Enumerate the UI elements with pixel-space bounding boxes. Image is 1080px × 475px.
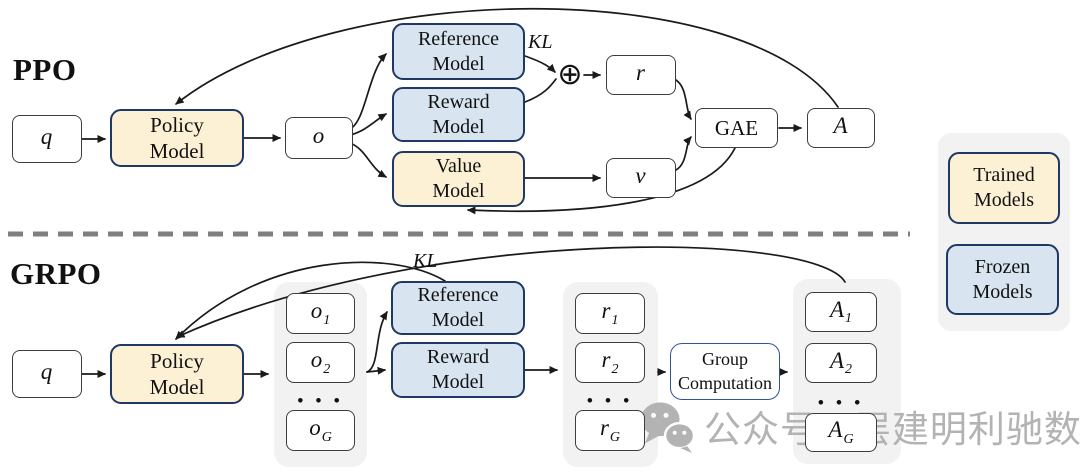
grpo-section-label: GRPO — [10, 256, 102, 291]
ppo-arrow-o-to-reference — [349, 53, 387, 130]
grpo-arrow-outputs-to-reward — [366, 366, 386, 375]
wechat-icon — [640, 402, 696, 453]
ppo-v-label: v — [635, 162, 646, 188]
legend-frozen-line1: Frozen — [974, 255, 1031, 278]
ppo-output-label: o — [312, 122, 325, 148]
legend-trained-line1: Trained — [973, 164, 1035, 186]
legend-frozen-line2: Models — [972, 280, 1033, 303]
ppo-reward-value-box: r — [606, 55, 676, 95]
grpo-reward-model-line2: Model — [431, 371, 485, 393]
grpo-output-1-box: o1 — [286, 293, 355, 334]
grpo-reward-g-box: rG — [575, 410, 645, 451]
ppo-reward-model-line2: Model — [432, 115, 485, 138]
legend-trained-line2: Models — [974, 189, 1034, 211]
grpo-reward-g-label: rG — [599, 415, 621, 445]
grpo-kl-label: KL — [413, 250, 438, 272]
grpo-output-1-label: o1 — [310, 298, 331, 328]
grpo-policy-model-line1: Policy — [150, 348, 204, 373]
grpo-advantages-ellipsis: • • • — [817, 393, 865, 412]
grpo-reward-1-label: r1 — [601, 298, 619, 328]
grpo-output-2-box: o2 — [286, 342, 355, 383]
grpo-query-label: q — [40, 358, 53, 384]
grpo-policy-model-line2: Model — [149, 375, 205, 399]
grpo-rewards-ellipsis: • • • — [586, 391, 634, 410]
ppo-r-label: r — [636, 59, 645, 85]
ppo-reward-model-line1: Reward — [427, 90, 490, 113]
ppo-curve-gae-to-value-feedback — [467, 147, 736, 215]
ppo-output-box: o — [285, 117, 353, 159]
grpo-reward-model: Reward Model — [391, 342, 525, 398]
ppo-policy-model-line1: Policy — [150, 112, 204, 137]
ppo-policy-model: Policy Model — [110, 109, 244, 167]
grpo-output-2-label: o2 — [310, 347, 331, 377]
ppo-value-model-line2: Model — [432, 180, 485, 202]
ppo-value-model-line1: Value — [435, 155, 482, 177]
grpo-policy-model: Policy Model — [110, 344, 244, 404]
ppo-value-model: Value Model — [392, 151, 525, 207]
ppo-reference-model: Reference Model — [392, 23, 525, 80]
ppo-gae-box: GAE — [695, 108, 778, 148]
grpo-advantage-g-label: AG — [828, 417, 854, 447]
ppo-policy-model-line2: Model — [149, 139, 205, 163]
ppo-curve-reward-to-oplus — [524, 78, 557, 103]
grpo-advantage-g-box: AG — [805, 413, 877, 452]
ppo-gae-label: GAE — [714, 115, 759, 140]
grpo-group-computation-line2: Computation — [678, 372, 772, 393]
grpo-reward-model-line1: Reward — [426, 346, 490, 368]
grpo-arrow-outputs-to-reference — [366, 311, 388, 373]
ppo-curve-advantage-to-policy-feedback — [175, 7, 839, 108]
ppo-oplus-symbol: ⊕ — [557, 58, 583, 91]
ppo-reference-model-line2: Model — [432, 52, 485, 75]
legend-trained-models: Trained Models — [948, 152, 1060, 224]
grpo-outputs-ellipsis: • • • — [297, 391, 344, 410]
grpo-advantage-2-box: A2 — [805, 343, 877, 383]
grpo-advantage-1-label: A1 — [829, 296, 853, 327]
watermark: 公众号 · 层建明利驰数字 — [638, 399, 1080, 453]
grpo-reference-model-line1: Reference — [417, 284, 499, 306]
grpo-query-box: q — [12, 350, 82, 398]
grpo-reward-1-box: r1 — [575, 293, 645, 334]
ppo-kl-label: KL — [528, 31, 553, 53]
ppo-curve-v-to-gae — [675, 136, 692, 171]
grpo-reference-model-line2: Model — [431, 309, 485, 331]
ppo-advantage-box: A — [807, 108, 875, 148]
grpo-reward-2-label: r2 — [601, 347, 619, 377]
ppo-reference-model-line1: Reference — [417, 27, 500, 50]
ppo-arrow-o-to-value — [349, 142, 387, 178]
grpo-advantage-2-label: A2 — [829, 347, 853, 378]
grpo-group-computation-line1: Group — [702, 349, 748, 370]
grpo-curve-reference-kl-to-policy — [175, 261, 446, 340]
grpo-reference-model: Reference Model — [391, 281, 525, 335]
ppo-reward-model: Reward Model — [392, 87, 525, 142]
ppo-advantage-label: A — [833, 112, 848, 138]
grpo-advantage-1-box: A1 — [805, 292, 877, 332]
grpo-group-computation-box: Group Computation — [670, 343, 780, 400]
ppo-arrow-o-to-reward — [349, 113, 387, 136]
ppo-curve-reference-to-oplus — [524, 55, 556, 73]
ppo-query-label: q — [40, 123, 53, 149]
legend-frozen-models: Frozen Models — [946, 244, 1059, 315]
grpo-output-g-box: oG — [286, 410, 355, 451]
grpo-output-g-label: oG — [309, 415, 332, 445]
ppo-section-label: PPO — [13, 52, 77, 87]
ppo-query-box: q — [12, 115, 82, 163]
grpo-reward-2-box: r2 — [575, 342, 645, 383]
ppo-curve-r-to-gae — [675, 79, 692, 120]
ppo-value-output-box: v — [606, 158, 676, 198]
watermark-text: 公众号 · 层建明利驰数字 — [704, 409, 1080, 450]
